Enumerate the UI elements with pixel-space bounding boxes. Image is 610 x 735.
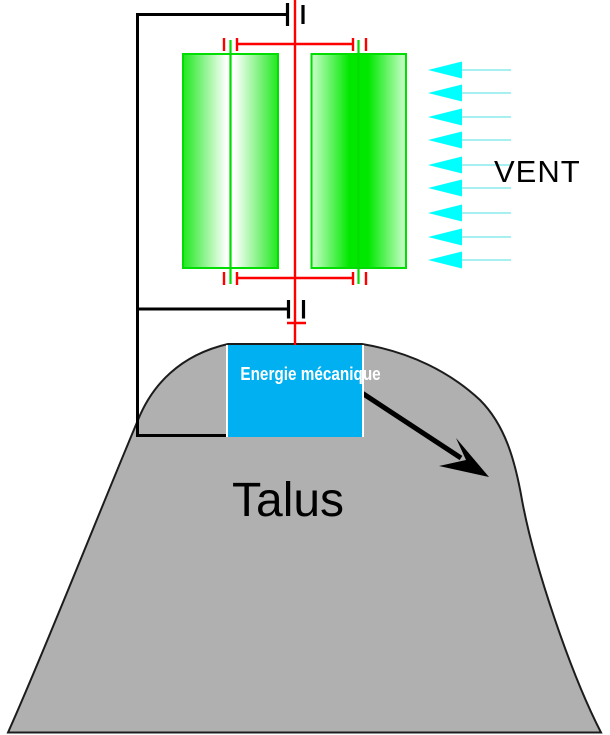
top-bearing — [285, 3, 305, 26]
mechanical-energy-box: Energie mécanique — [226, 345, 381, 437]
wind-arrow-head — [428, 156, 462, 174]
hill-shape — [6, 343, 603, 734]
bottom-bearing — [286, 300, 306, 319]
wind-arrow-head — [428, 84, 462, 102]
mechanical-energy-label: Energie mécanique — [240, 364, 381, 384]
support-frame — [136, 13, 288, 437]
wind-arrow-head — [428, 131, 462, 149]
wind-arrow-head — [428, 251, 462, 269]
wind-arrow-head — [428, 61, 462, 79]
wind-label: VENT — [494, 154, 581, 189]
wind-arrows — [428, 61, 511, 269]
wind-arrow-head — [428, 179, 462, 197]
rotor-shaft-assembly — [222, 0, 368, 346]
hill-label: Talus — [232, 474, 345, 527]
wind-arrow-head — [428, 108, 462, 126]
wind-arrow-head — [428, 228, 462, 246]
wind-arrow-head — [428, 204, 462, 222]
energy-output-arrow — [360, 390, 489, 477]
